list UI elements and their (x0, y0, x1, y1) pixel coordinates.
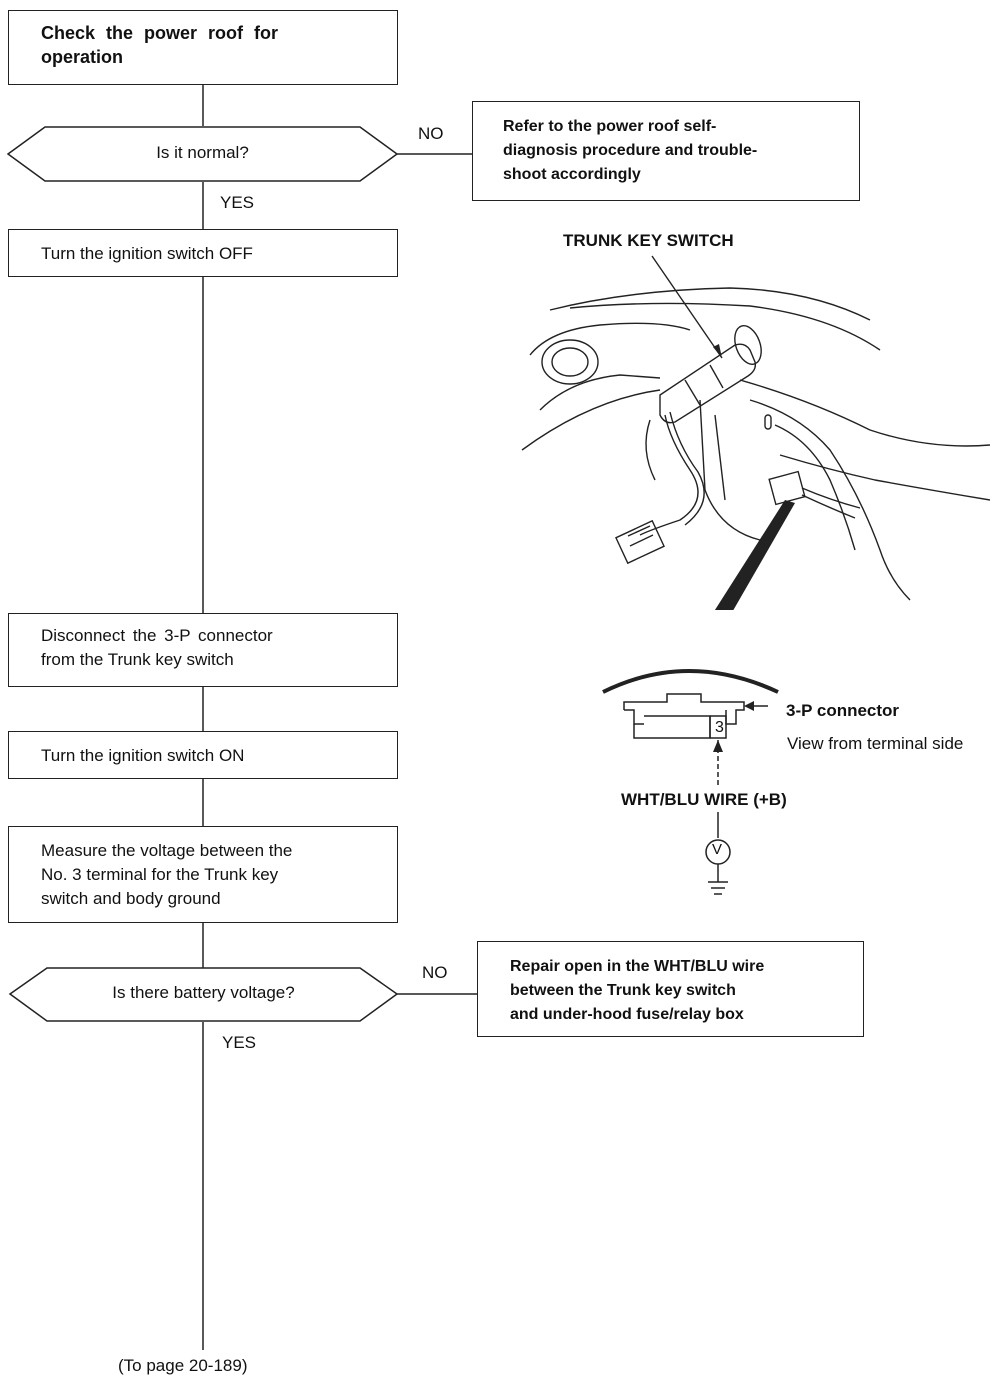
step1-line2: operation (41, 47, 124, 67)
step5-line2: No. 3 terminal for the Trunk key (41, 865, 279, 884)
step-measure-voltage: Measure the voltage between the No. 3 te… (8, 826, 398, 923)
step-ignition-off: Turn the ignition switch OFF (8, 229, 398, 277)
view-label: View from terminal side (787, 734, 964, 753)
decision1-no-label: NO (418, 124, 444, 143)
wire-label: WHT/BLU WIRE (+B) (621, 790, 787, 809)
step2-text: Turn the ignition switch OFF (41, 244, 253, 263)
step-disconnect-connector: Disconnect the 3-P connector from the Tr… (8, 613, 398, 687)
step3-line2: from the Trunk key switch (41, 650, 234, 669)
decision1-yes-label: YES (220, 193, 255, 212)
nobox1-line3: shoot accordingly (503, 166, 641, 183)
action-repair-open-wire: Repair open in the WHT/BLU wire between … (477, 941, 864, 1037)
step1-line1: Check the power roof for (41, 23, 279, 43)
nobox2-line3: and under-hood fuse/relay box (510, 1006, 744, 1023)
nobox1-line1: Refer to the power roof self- (503, 118, 717, 135)
decision2-no-label: NO (422, 963, 448, 982)
decision1-question: Is it normal? (156, 143, 249, 162)
decision2-yes-label: YES (222, 1033, 257, 1052)
action-refer-self-diagnosis: Refer to the power roof self- diagnosis … (472, 101, 860, 201)
decision2-question: Is there battery voltage? (112, 983, 295, 1002)
nobox2-line1: Repair open in the WHT/BLU wire (510, 958, 765, 975)
trunk-key-switch-illustration (521, 255, 991, 610)
step5-line3: switch and body ground (41, 889, 221, 908)
step-ignition-on: Turn the ignition switch ON (8, 731, 398, 779)
nobox1-line2: diagnosis procedure and trouble- (503, 142, 758, 159)
step-check-power-roof: Check the power roof for operation (8, 10, 398, 85)
connector-terminal-diagram (602, 669, 779, 895)
voltmeter-icon: V (712, 841, 723, 858)
decision1-shape (6, 126, 399, 182)
decision2-shape (8, 967, 399, 1022)
trunk-key-switch-title: TRUNK KEY SWITCH (563, 231, 734, 250)
terminal-number: 3 (715, 719, 724, 736)
nobox2-line2: between the Trunk key switch (510, 982, 736, 999)
connector-label: 3-P connector (786, 701, 900, 720)
continuation-note: (To page 20-189) (118, 1356, 248, 1375)
step5-line1: Measure the voltage between the (41, 841, 293, 860)
step4-text: Turn the ignition switch ON (41, 746, 245, 765)
step3-line1: Disconnect the 3-P connector (41, 626, 273, 645)
